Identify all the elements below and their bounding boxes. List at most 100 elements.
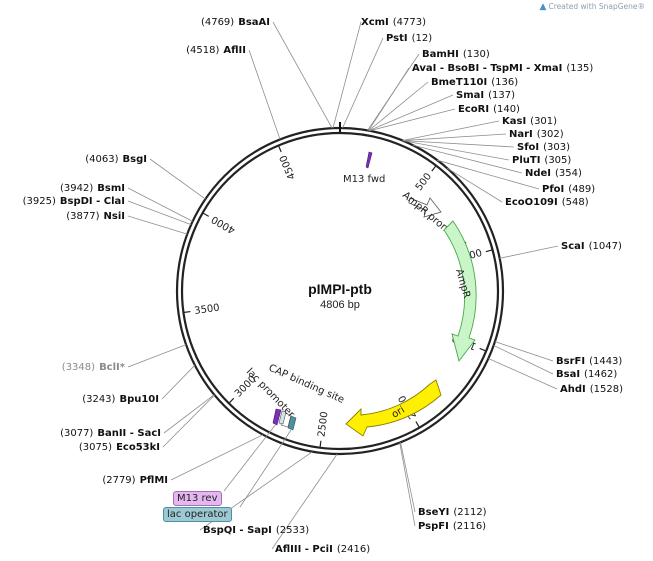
restriction-site[interactable]: (3877) NsiI <box>66 206 125 223</box>
restriction-site[interactable]: (3942) BsmI <box>60 178 125 195</box>
site-connector <box>446 167 503 203</box>
scale-tick <box>277 145 282 153</box>
site-position: (2112) <box>453 507 486 518</box>
site-position: (1528) <box>590 384 623 395</box>
scale-tick <box>183 310 191 314</box>
site-connector <box>272 21 333 129</box>
site-position: (3877) <box>66 211 99 222</box>
restriction-site[interactable]: EcoRI (140) <box>458 99 520 116</box>
restriction-site[interactable]: AvaI - BsoBI - TspMI - XmaI (135) <box>412 58 593 75</box>
site-position: (1462) <box>584 369 617 380</box>
site-connector <box>127 215 188 235</box>
restriction-site[interactable]: BsaI (1462) <box>556 364 617 381</box>
restriction-site[interactable]: AflIII - PciI (2416) <box>275 539 370 556</box>
credit-text: Created with SnapGene® <box>548 2 645 11</box>
restriction-site[interactable]: NarI (302) <box>509 124 564 141</box>
scale-tick-label: 4000 <box>210 213 238 235</box>
restriction-site[interactable]: ScaI (1047) <box>561 236 622 253</box>
m13-fwd-primer[interactable] <box>365 151 373 169</box>
site-position: (3348) <box>62 362 95 373</box>
site-connector-lines <box>127 21 559 550</box>
restriction-site[interactable]: BseYI (2112) <box>418 502 487 519</box>
scale-tick <box>202 212 210 217</box>
site-name: ScaI <box>561 241 585 252</box>
restriction-site[interactable]: KasI (301) <box>502 111 557 128</box>
ampr-cds-arrow[interactable] <box>443 220 477 363</box>
site-connector <box>403 140 510 161</box>
scale-tick-label: 500 <box>414 171 434 193</box>
restriction-site[interactable]: SfoI (303) <box>517 137 570 154</box>
restriction-site[interactable]: PstI (12) <box>386 28 432 45</box>
site-name: EcoO109I <box>505 197 558 208</box>
restriction-site[interactable]: (4063) BsgI <box>85 149 147 166</box>
site-position: (489) <box>568 184 595 195</box>
site-name: SfoI <box>517 142 539 153</box>
restriction-site[interactable]: EcoO109I (548) <box>505 192 589 209</box>
restriction-site[interactable]: AhdI (1528) <box>560 379 623 396</box>
site-name: PluTI <box>512 155 540 166</box>
site-name: BsgI <box>123 154 147 165</box>
restriction-site[interactable]: (4518) AflII <box>186 40 246 57</box>
restriction-site[interactable]: (3077) BanII - SacI <box>60 423 161 440</box>
site-name: SmaI <box>456 90 484 101</box>
m13-rev-primer[interactable] <box>272 408 282 426</box>
restriction-site[interactable]: (2779) PflMI <box>102 470 168 487</box>
site-connector <box>342 37 384 129</box>
site-connector <box>368 67 410 131</box>
site-position: (3942) <box>60 183 93 194</box>
site-connector <box>149 158 206 200</box>
restriction-site[interactable]: SmaI (137) <box>456 85 515 102</box>
site-name: BsmI <box>97 183 125 194</box>
site-position: (2116) <box>453 521 486 532</box>
ampr-promoter-arrow[interactable] <box>408 197 442 218</box>
restriction-site[interactable]: (4769) BsaAI <box>201 12 270 29</box>
plasmid-size: 4806 bp <box>320 299 360 311</box>
scale-tick <box>319 440 322 448</box>
restriction-site[interactable]: PfoI (489) <box>542 179 595 196</box>
site-name: BmeT110I <box>431 77 487 88</box>
site-name: Bpu10I <box>119 394 159 405</box>
site-name: KasI <box>502 116 526 127</box>
site-connector <box>402 120 500 141</box>
restriction-site[interactable]: PspFI (2116) <box>418 516 486 533</box>
restriction-site[interactable]: (3348) BclI* <box>62 357 126 374</box>
lac-operator-callout[interactable]: lac operator <box>163 507 232 522</box>
site-position: (1047) <box>589 241 622 252</box>
site-name: AflIII - PciI <box>275 544 333 555</box>
site-connector <box>493 345 554 375</box>
restriction-site[interactable]: BspQI - SapI (2533) <box>203 520 309 537</box>
site-position: (140) <box>493 104 520 115</box>
scale-tick <box>485 249 493 253</box>
site-position: (354) <box>555 168 582 179</box>
site-connector <box>499 245 559 259</box>
restriction-site[interactable]: (3925) BspDI - ClaI <box>23 191 125 208</box>
restriction-site-labels: XcmI (4773)PstI (12)BamHI (130)AvaI - Bs… <box>23 12 623 556</box>
site-connector <box>494 341 554 362</box>
site-position: (3243) <box>82 394 115 405</box>
cap-binding-site-feature[interactable] <box>278 410 287 425</box>
restriction-site[interactable]: BamHI (130) <box>422 44 490 61</box>
site-name: BseYI <box>418 507 449 518</box>
scale-tick-label: 2500 <box>316 411 330 438</box>
site-name: AvaI - BsoBI - TspMI - XmaI <box>412 63 562 74</box>
restriction-site[interactable]: (3075) Eco53kI <box>79 437 160 454</box>
site-connector <box>368 94 454 131</box>
restriction-site[interactable]: BsrFI (1443) <box>556 351 622 368</box>
site-position: (303) <box>543 142 570 153</box>
m13-rev-callout[interactable]: M13 rev <box>173 491 222 506</box>
restriction-site[interactable]: NdeI (354) <box>525 163 582 180</box>
restriction-site[interactable]: BmeT110I (136) <box>431 72 518 89</box>
site-name: BanII - SacI <box>97 428 161 439</box>
restriction-site[interactable]: PluTI (305) <box>512 150 571 167</box>
site-position: (135) <box>566 63 593 74</box>
site-name: AhdI <box>560 384 586 395</box>
site-name: PfoI <box>542 184 564 195</box>
site-name: XcmI <box>361 17 389 28</box>
restriction-site[interactable]: (3243) Bpu10I <box>82 389 159 406</box>
lac-operator-callout-text: lac operator <box>167 509 228 520</box>
site-name: NdeI <box>525 168 551 179</box>
site-position: (3077) <box>60 428 93 439</box>
site-position: (137) <box>488 90 515 101</box>
ori-arrow[interactable] <box>345 379 442 437</box>
restriction-site[interactable]: XcmI (4773) <box>361 12 426 29</box>
